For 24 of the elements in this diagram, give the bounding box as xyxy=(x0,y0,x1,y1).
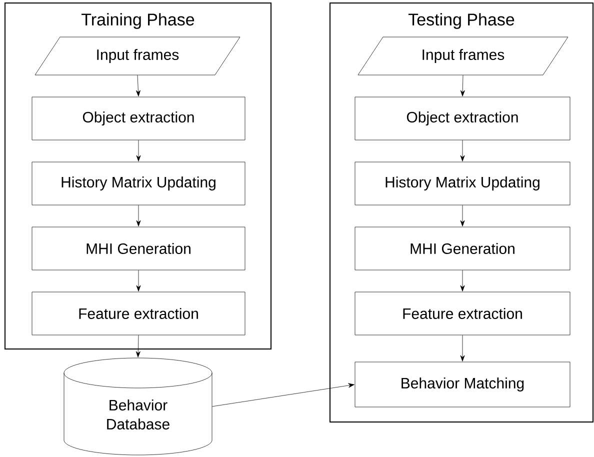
arrow xyxy=(460,140,465,162)
process-box: MHI Generation xyxy=(32,226,246,270)
database-cylinder: Behavior Database xyxy=(64,358,212,456)
arrow xyxy=(460,270,465,292)
process-box: MHI Generation xyxy=(354,226,570,270)
arrow xyxy=(212,383,354,407)
arrow xyxy=(136,335,140,358)
process-box: History Matrix Updating xyxy=(354,162,570,206)
arrow xyxy=(136,205,141,226)
process-box: Feature extraction xyxy=(354,292,570,336)
arrow xyxy=(460,205,465,226)
arrow xyxy=(136,140,141,162)
process-box: History Matrix Updating xyxy=(32,162,246,206)
process-box: Behavior Matching xyxy=(354,362,570,408)
arrow xyxy=(136,75,140,96)
process-box: Object extraction xyxy=(354,96,570,140)
arrow xyxy=(460,75,465,96)
arrow xyxy=(136,270,141,292)
process-box: Feature extraction xyxy=(32,292,246,336)
process-box: Object extraction xyxy=(32,96,246,140)
input-parallelogram: Input frames xyxy=(34,36,240,76)
node-label: Behavior Database xyxy=(107,399,170,430)
arrow xyxy=(460,335,465,362)
input-parallelogram: Input frames xyxy=(358,36,568,76)
